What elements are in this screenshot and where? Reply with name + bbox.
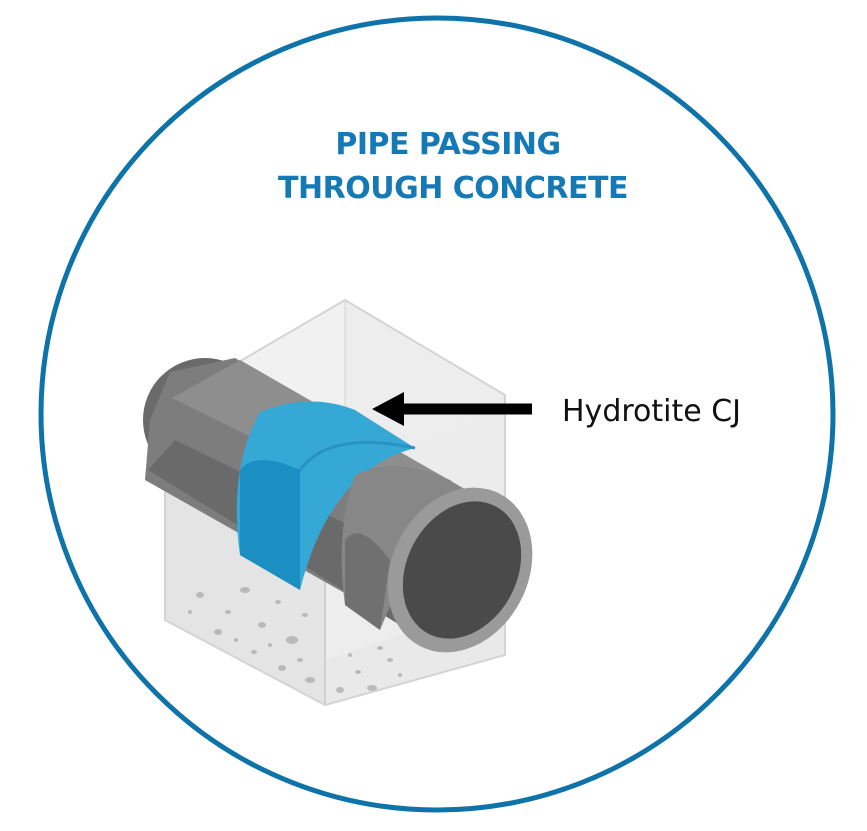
- concrete-speckles: [188, 587, 402, 693]
- arrow-head: [372, 392, 404, 426]
- title-line-1: PIPE PASSING: [335, 127, 560, 162]
- title-line-2: THROUGH CONCRETE: [278, 171, 628, 206]
- pipe: [143, 358, 533, 653]
- concrete-aggregate-area: [165, 580, 325, 705]
- pipe-bore: [402, 501, 522, 639]
- callout-arrow: [372, 392, 532, 426]
- hydrotite-seal-rim: [298, 440, 416, 471]
- hydrotite-seal-shade: [240, 460, 300, 590]
- callout-label: Hydrotite CJ: [562, 394, 741, 429]
- pipe-collar-shade: [345, 533, 390, 630]
